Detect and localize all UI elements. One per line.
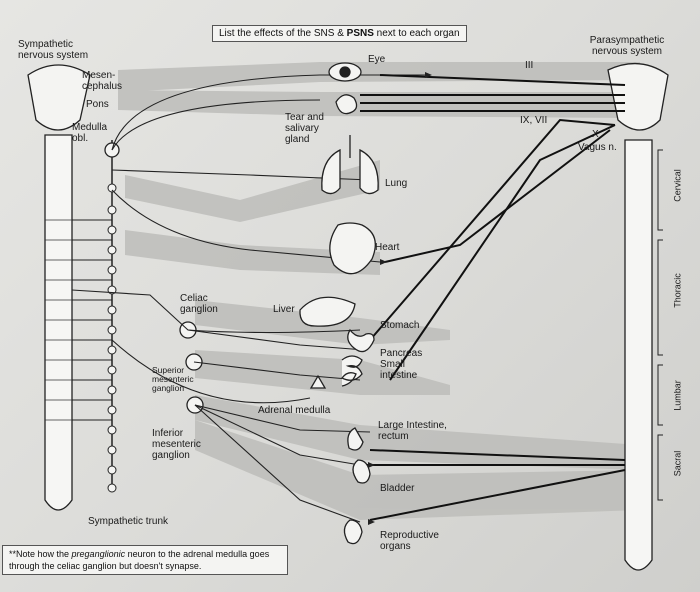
sympathetic-trunk-label: Sympathetic trunk — [88, 516, 169, 527]
reproductive-icon — [343, 519, 363, 545]
note-italic: preganglionic — [71, 549, 126, 559]
note-suffix: neuron to the adrenal medulla goes throu… — [9, 549, 270, 571]
note-prefix: **Note how the — [9, 549, 72, 559]
instruction-suffix: next to each organ — [373, 28, 460, 39]
spinal-region-brackets — [657, 149, 663, 501]
superior-mesenteric-label: Superior mesenteric ganglion — [152, 365, 194, 393]
sns-title: Sympathetic nervous system — [18, 39, 89, 61]
stomach-icon — [347, 328, 375, 353]
large-intestine-label: Large Intestine, rectum — [378, 420, 447, 442]
medulla-label: Medulla obl. — [72, 122, 108, 144]
reproductive-label: Reproductive organs — [380, 530, 439, 552]
intestine-icon — [341, 355, 363, 387]
instruction-bold: PSNS — [346, 28, 374, 39]
sympathetic-trunk-chain — [104, 140, 120, 493]
mesencephalus-label: Mesen- cephalus — [82, 70, 123, 92]
adrenal-icon — [309, 374, 327, 389]
heart-label: Heart — [375, 242, 400, 253]
thoracic-label: Thoracic — [672, 273, 683, 308]
tear-gland-icon — [335, 94, 358, 115]
bladder-label: Bladder — [380, 483, 415, 494]
large-intestine-icon — [347, 427, 364, 451]
heart-icon — [329, 222, 376, 275]
vagus-label: Vagus n. — [578, 142, 617, 153]
stomach-label: Stomach — [380, 320, 420, 331]
psns-title: Parasympathetic nervous system — [589, 35, 665, 57]
cranial-nerve-iii-label: III — [525, 60, 534, 71]
lung-label: Lung — [385, 178, 408, 189]
instruction-box: List the effects of the SNS & PSNS next … — [212, 25, 467, 42]
instruction-prefix: List the effects of the SNS & — [219, 28, 347, 39]
cranial-nerve-ix-vii-label: IX, VII — [520, 115, 548, 126]
tear-gland-label: Tear and salivary gland — [285, 112, 324, 145]
parasympathetic-lines — [360, 74, 626, 521]
eye-icon — [328, 62, 362, 82]
inferior-mesenteric-label: Inferior mesenteric ganglion — [152, 428, 201, 461]
eye-label: Eye — [368, 54, 386, 65]
liver-label: Liver — [273, 304, 295, 315]
lumbar-label: Lumbar — [672, 380, 683, 411]
pancreas-label: Pancreas Small intestine — [380, 348, 423, 381]
sympathetic-spinal-cord — [27, 64, 91, 511]
parasympathetic-spinal-cord — [607, 62, 669, 571]
pons-label: Pons — [86, 99, 109, 110]
adrenal-label: Adrenal medulla — [258, 405, 331, 416]
segment-ticks — [45, 219, 72, 421]
cervical-label: Cervical — [672, 169, 683, 202]
note-box: **Note how the preganglionic neuron to t… — [2, 545, 288, 575]
cranial-nerve-x-label: X — [592, 129, 599, 140]
celiac-ganglion-label: Celiac ganglion — [180, 293, 218, 315]
bladder-icon — [352, 459, 371, 484]
lung-icon — [321, 135, 379, 195]
preganglionic-lines — [72, 219, 112, 421]
liver-icon — [299, 296, 356, 327]
sacral-label: Sacral — [672, 450, 683, 477]
